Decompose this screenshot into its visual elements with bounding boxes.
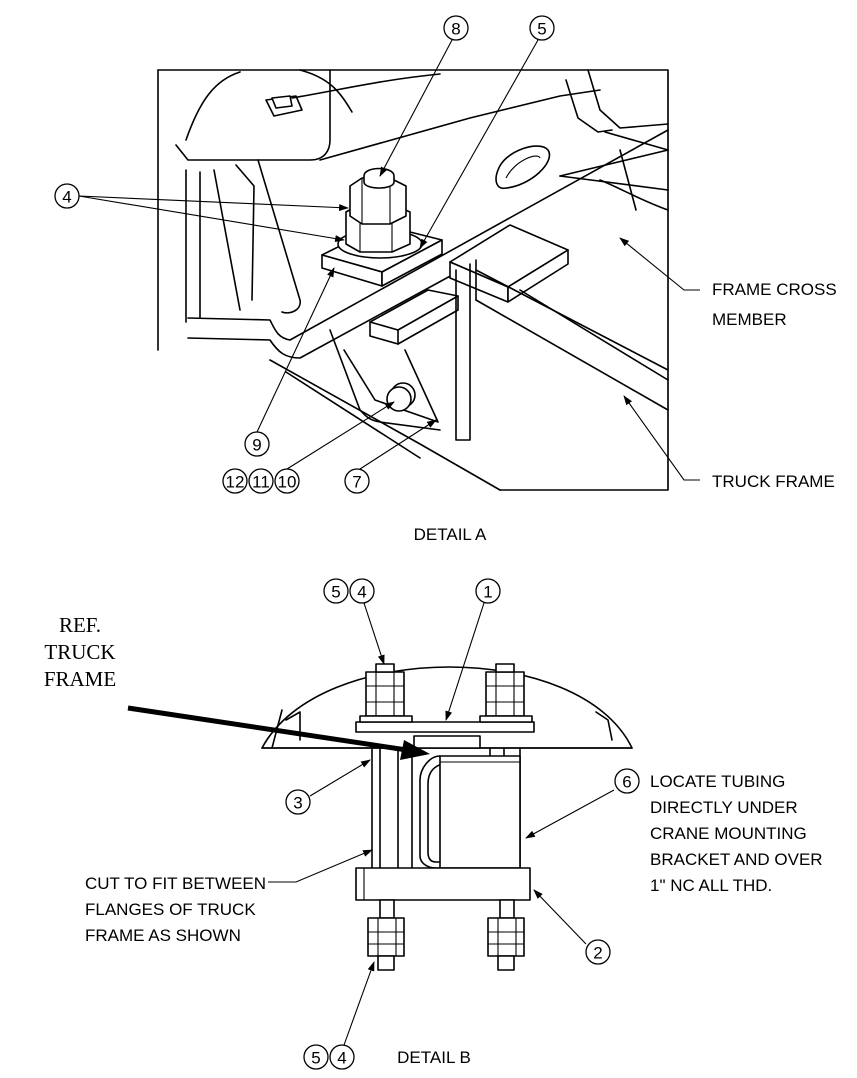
detail-b-balloon-5-top: 5 (323, 578, 349, 604)
svg-text:11: 11 (252, 473, 270, 492)
cut-to-fit-note-line1: CUT TO FIT BETWEEN (85, 874, 266, 893)
tubing-note-line4: BRACKET AND OVER (650, 850, 823, 869)
svg-text:4: 4 (337, 1049, 346, 1068)
detail-b-leaders (127, 602, 615, 1046)
detail-a-balloon-5: 5 (529, 15, 555, 41)
svg-text:2: 2 (593, 944, 602, 963)
detail-a-balloon-7: 7 (344, 468, 370, 494)
detail-b-balloon-4-bottom: 4 (329, 1044, 355, 1070)
svg-text:7: 7 (352, 473, 361, 492)
detail-a-balloon-11: 11 (248, 468, 274, 494)
detail-b-balloon-4-top: 4 (349, 578, 375, 604)
detail-b-view (261, 663, 633, 971)
svg-text:3: 3 (293, 794, 302, 813)
detail-a-balloon-12: 12 (222, 468, 248, 494)
svg-text:5: 5 (331, 583, 340, 602)
ref-truck-frame-line2: TRUCK (44, 640, 115, 664)
detail-a-caption: DETAIL A (414, 525, 487, 544)
detail-b-balloon-2: 2 (585, 939, 611, 965)
truck-frame-note: TRUCK FRAME (712, 472, 835, 491)
tubing-note-line3: CRANE MOUNTING (650, 824, 807, 843)
detail-a-balloon-8: 8 (443, 15, 469, 41)
svg-text:10: 10 (278, 473, 297, 492)
cut-to-fit-note-line2: FLANGES OF TRUCK (85, 900, 256, 919)
detail-b-balloon-6: 6 (614, 768, 640, 794)
svg-text:6: 6 (622, 773, 631, 792)
ref-truck-frame-line3: FRAME (44, 667, 116, 691)
svg-text:4: 4 (62, 188, 71, 207)
svg-text:1: 1 (483, 583, 492, 602)
detail-b-balloon-5-bottom: 5 (303, 1044, 329, 1070)
cut-to-fit-note-line3: FRAME AS SHOWN (85, 926, 241, 945)
ref-truck-frame-line1: REF. (59, 613, 101, 637)
frame-cross-member-note-line1: FRAME CROSS (712, 280, 837, 299)
detail-a-view (157, 69, 669, 491)
tubing-note-line1: LOCATE TUBING (650, 772, 785, 791)
detail-b-balloon-1: 1 (475, 578, 501, 604)
detail-a-leaders (78, 39, 700, 481)
detail-a-balloon-10: 10 (274, 468, 300, 494)
frame-cross-member-note-line2: MEMBER (712, 310, 787, 329)
tubing-note-line5: 1" NC ALL THD. (650, 876, 772, 895)
tubing-note-line2: DIRECTLY UNDER (650, 798, 798, 817)
svg-text:5: 5 (537, 20, 546, 39)
svg-text:9: 9 (252, 436, 261, 455)
detail-b-balloon-3: 3 (285, 789, 311, 815)
svg-text:12: 12 (226, 473, 245, 492)
svg-text:5: 5 (311, 1049, 320, 1068)
detail-a-balloon-9: 9 (244, 431, 270, 457)
svg-text:4: 4 (357, 583, 366, 602)
detail-a-balloon-4: 4 (54, 183, 80, 209)
detail-b-caption: DETAIL B (397, 1048, 471, 1067)
svg-text:8: 8 (451, 20, 460, 39)
